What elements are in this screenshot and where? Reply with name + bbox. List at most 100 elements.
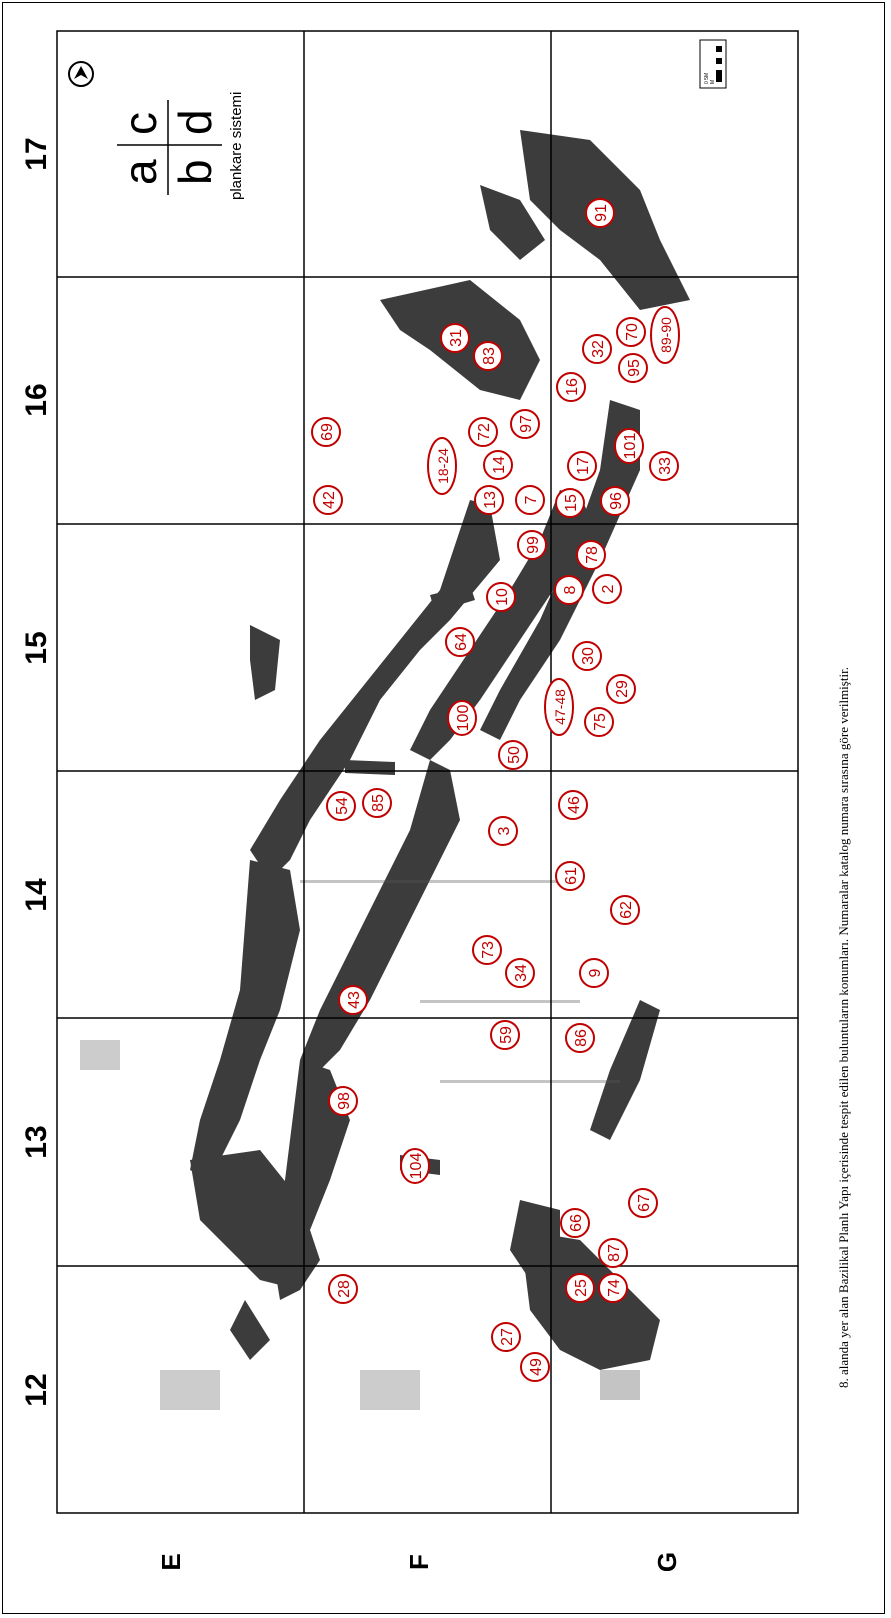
find-number: 66 xyxy=(568,1214,585,1232)
find-number: 29 xyxy=(614,680,631,698)
find-marker-62[interactable]: 62 xyxy=(610,895,640,925)
find-marker-3[interactable]: 3 xyxy=(488,816,518,846)
find-number: 86 xyxy=(573,1029,590,1047)
find-marker-7[interactable]: 7 xyxy=(515,485,545,515)
legend-cell-c: c xyxy=(114,112,166,135)
find-number: 2 xyxy=(600,584,617,593)
find-marker-32[interactable]: 32 xyxy=(582,334,612,364)
find-marker-14[interactable]: 14 xyxy=(483,450,513,480)
find-marker-70[interactable]: 70 xyxy=(616,317,646,347)
column-label-13: 13 xyxy=(20,1125,53,1158)
find-marker-33[interactable]: 33 xyxy=(649,451,679,481)
find-marker-85[interactable]: 85 xyxy=(362,788,392,818)
grid-lines xyxy=(56,30,799,1514)
find-marker-91[interactable]: 91 xyxy=(585,198,615,228)
find-number: 72 xyxy=(476,423,493,441)
find-number: 30 xyxy=(580,647,597,665)
find-marker-46[interactable]: 46 xyxy=(558,790,588,820)
find-marker-96[interactable]: 96 xyxy=(600,486,630,516)
find-marker-72[interactable]: 72 xyxy=(468,417,498,447)
find-number: 96 xyxy=(608,492,625,510)
find-marker-31[interactable]: 31 xyxy=(440,323,470,353)
find-number: 64 xyxy=(453,633,470,651)
column-label-16: 16 xyxy=(20,383,53,416)
find-number: 54 xyxy=(334,797,351,815)
find-number: 27 xyxy=(499,1328,516,1346)
find-marker-50[interactable]: 50 xyxy=(498,740,528,770)
scale-label-bottom: M xyxy=(710,80,716,84)
find-marker-16[interactable]: 16 xyxy=(556,372,586,402)
find-marker-43[interactable]: 43 xyxy=(338,985,368,1015)
find-marker-69[interactable]: 69 xyxy=(311,417,341,447)
find-marker-95[interactable]: 95 xyxy=(618,353,648,383)
find-number: 69 xyxy=(319,423,336,441)
find-number: 59 xyxy=(498,1026,515,1044)
legend-cell-b: b xyxy=(169,159,221,185)
find-marker-101[interactable]: 101 xyxy=(614,428,644,464)
find-marker-47-48[interactable]: 47-48 xyxy=(544,678,574,736)
row-label-E: E xyxy=(156,1553,186,1570)
find-number: 74 xyxy=(606,1279,623,1297)
find-number: 42 xyxy=(321,491,338,509)
find-marker-49[interactable]: 49 xyxy=(520,1352,550,1382)
find-number: 33 xyxy=(657,457,674,475)
find-marker-2[interactable]: 2 xyxy=(592,574,622,604)
scale-label-top: 0 5M xyxy=(704,73,710,84)
find-marker-86[interactable]: 86 xyxy=(565,1023,595,1053)
find-marker-89-90[interactable]: 89-90 xyxy=(650,306,680,364)
find-marker-17[interactable]: 17 xyxy=(567,451,597,481)
find-marker-13[interactable]: 13 xyxy=(474,485,504,515)
find-marker-73[interactable]: 73 xyxy=(472,935,502,965)
find-marker-104[interactable]: 104 xyxy=(400,1148,430,1184)
find-marker-29[interactable]: 29 xyxy=(606,674,636,704)
find-marker-18-24[interactable]: 18-24 xyxy=(427,437,457,495)
find-number: 8 xyxy=(562,585,579,594)
find-marker-34[interactable]: 34 xyxy=(505,958,535,988)
find-number: 10 xyxy=(494,588,511,606)
legend-cell-a: a xyxy=(114,159,166,185)
find-marker-27[interactable]: 27 xyxy=(491,1322,521,1352)
find-marker-10[interactable]: 10 xyxy=(486,582,516,612)
find-number: 70 xyxy=(624,323,641,341)
find-number: 87 xyxy=(606,1244,623,1262)
find-number: 28 xyxy=(336,1280,353,1298)
find-number: 31 xyxy=(448,329,465,347)
find-marker-30[interactable]: 30 xyxy=(572,641,602,671)
find-marker-54[interactable]: 54 xyxy=(326,791,356,821)
find-number: 89-90 xyxy=(658,317,674,353)
find-marker-67[interactable]: 67 xyxy=(628,1188,658,1218)
find-marker-74[interactable]: 74 xyxy=(598,1273,628,1303)
find-marker-98[interactable]: 98 xyxy=(328,1086,358,1116)
find-number: 15 xyxy=(563,494,580,512)
find-number: 49 xyxy=(528,1358,545,1376)
find-marker-61[interactable]: 61 xyxy=(555,861,585,891)
find-number: 3 xyxy=(496,826,513,835)
find-number: 50 xyxy=(506,746,523,764)
find-marker-15[interactable]: 15 xyxy=(555,488,585,518)
find-marker-75[interactable]: 75 xyxy=(584,707,614,737)
find-marker-28[interactable]: 28 xyxy=(328,1274,358,1304)
scale-bar: 0 5M M xyxy=(699,39,727,89)
find-marker-97[interactable]: 97 xyxy=(510,409,540,439)
find-marker-100[interactable]: 100 xyxy=(447,700,477,736)
find-marker-64[interactable]: 64 xyxy=(445,627,475,657)
find-number: 98 xyxy=(336,1092,353,1110)
find-number: 18-24 xyxy=(435,448,451,484)
find-number: 62 xyxy=(618,901,635,919)
column-label-17: 17 xyxy=(20,137,53,170)
find-marker-59[interactable]: 59 xyxy=(490,1020,520,1050)
find-marker-8[interactable]: 8 xyxy=(554,575,584,605)
find-marker-99[interactable]: 99 xyxy=(517,530,547,560)
north-arrow-icon xyxy=(68,61,94,87)
find-marker-83[interactable]: 83 xyxy=(473,341,503,371)
find-marker-78[interactable]: 78 xyxy=(576,540,606,570)
find-number: 43 xyxy=(346,991,363,1009)
scattered-remains xyxy=(80,880,640,1410)
find-marker-9[interactable]: 9 xyxy=(579,958,609,988)
find-marker-25[interactable]: 25 xyxy=(565,1273,595,1303)
find-marker-66[interactable]: 66 xyxy=(560,1208,590,1238)
find-marker-87[interactable]: 87 xyxy=(598,1238,628,1268)
find-marker-42[interactable]: 42 xyxy=(313,485,343,515)
find-number: 104 xyxy=(408,1153,425,1180)
